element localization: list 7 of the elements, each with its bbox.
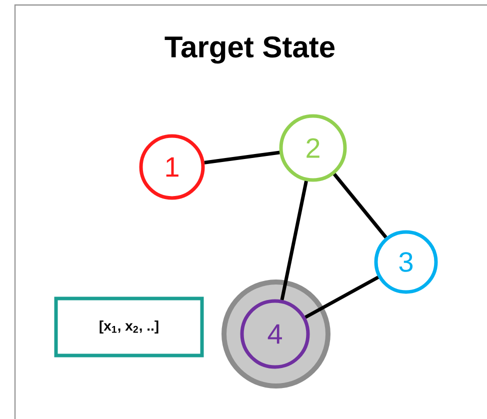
connector-line	[280, 180, 308, 300]
highlight-circle	[222, 280, 330, 388]
state-vector-box: [x$_{1}$, x$_{2}$, ..]	[54, 296, 204, 358]
connector-line	[204, 150, 280, 164]
connector-line	[304, 276, 380, 319]
connector-line	[332, 173, 388, 238]
title: Target State	[164, 36, 335, 64]
